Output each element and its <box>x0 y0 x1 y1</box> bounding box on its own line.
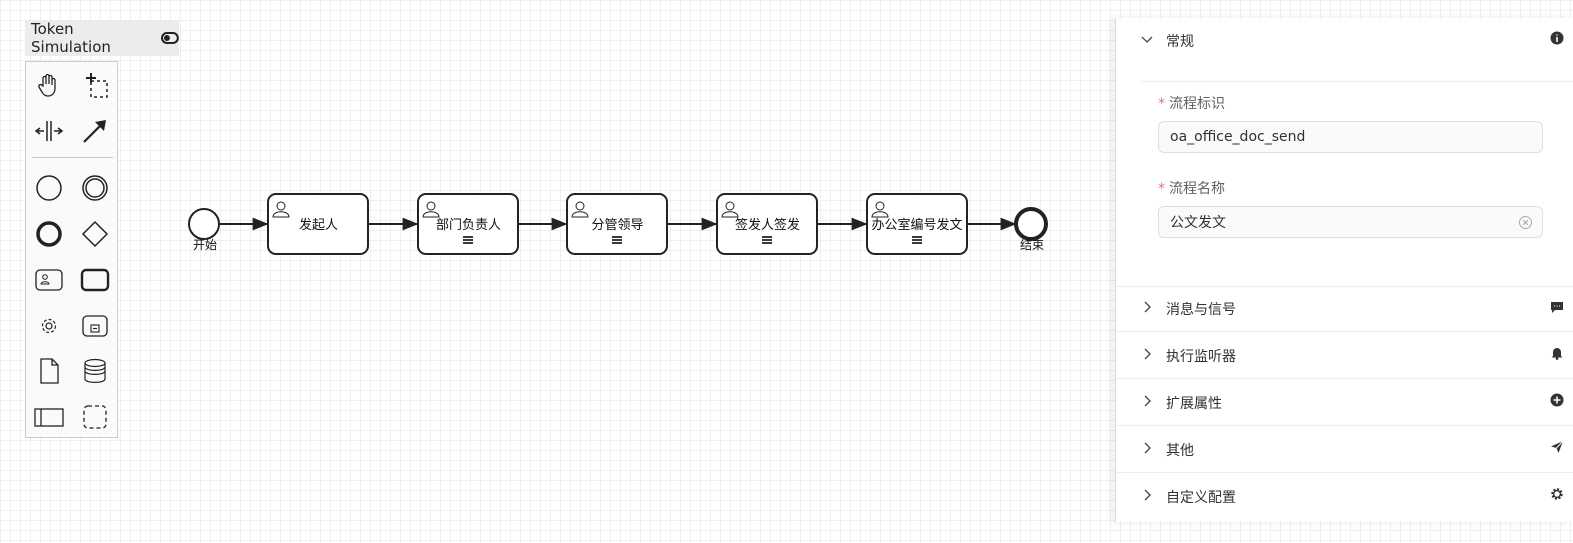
gateway-icon <box>81 220 109 248</box>
process-name-label: *流程名称 <box>1158 181 1225 197</box>
end-event-icon <box>36 221 62 247</box>
toggle-off-icon <box>161 32 179 44</box>
user-task[interactable] <box>417 193 519 255</box>
section-divider <box>1140 81 1573 82</box>
group-icon <box>83 405 107 429</box>
create-start-event[interactable] <box>34 173 64 203</box>
hand-tool[interactable] <box>34 70 64 100</box>
chevron-right-icon <box>1141 442 1153 458</box>
chevron-right-icon <box>1141 348 1153 364</box>
user-task[interactable] <box>866 193 968 255</box>
user-task[interactable] <box>267 193 369 255</box>
palette <box>25 61 118 438</box>
create-intermediate-event[interactable] <box>80 173 110 203</box>
gear-icon <box>1550 486 1564 505</box>
bpmn-canvas <box>188 193 1048 255</box>
chevron-right-icon <box>1141 301 1153 317</box>
user-task[interactable] <box>716 193 818 255</box>
create-subprocess[interactable] <box>80 311 110 341</box>
clear-icon[interactable] <box>1519 216 1532 233</box>
process-id-input[interactable]: oa_office_doc_send <box>1158 121 1543 153</box>
data-object-icon <box>40 358 59 384</box>
token-simulation-toggle[interactable]: Token Simulation <box>25 20 179 56</box>
info-icon <box>1550 30 1564 49</box>
task-label: 部门负责人 <box>435 218 501 233</box>
chevron-down-icon <box>1141 33 1153 49</box>
section-title: 扩展属性 <box>1166 395 1222 412</box>
palette-separator <box>32 157 113 158</box>
gear-icon <box>41 318 57 334</box>
data-store-icon <box>84 358 106 383</box>
start-event-icon <box>36 175 62 201</box>
task-label: 发起人 <box>298 218 338 233</box>
user-icon <box>571 201 589 218</box>
end-event[interactable] <box>1014 207 1048 241</box>
intermediate-event-icon <box>82 175 108 201</box>
space-tool[interactable] <box>34 116 64 146</box>
token-simulation-label: Token Simulation <box>31 20 111 56</box>
create-service-task[interactable] <box>34 311 64 341</box>
multi-instance-marker <box>463 236 473 244</box>
create-end-event[interactable] <box>34 219 64 249</box>
connect-arrow-icon <box>83 120 106 143</box>
section-title: 自定义配置 <box>1166 490 1236 506</box>
plus-circle-icon <box>1550 392 1564 411</box>
message-icon <box>1550 299 1564 318</box>
multi-instance-marker <box>612 236 622 244</box>
create-user-task[interactable] <box>34 265 64 295</box>
user-icon <box>422 201 440 218</box>
lasso-tool[interactable] <box>80 70 110 100</box>
create-data-object[interactable] <box>34 356 64 386</box>
section-other[interactable]: 其他 <box>1116 427 1573 473</box>
send-icon <box>1550 439 1564 458</box>
lasso-icon <box>86 73 108 98</box>
task-label: 签发人签发 <box>734 218 800 233</box>
create-gateway[interactable] <box>80 219 110 249</box>
bell-icon <box>1550 345 1564 364</box>
end-event-label: 结束 <box>1020 238 1045 252</box>
section-title: 消息与信号 <box>1166 302 1236 318</box>
section-messages-signals[interactable]: 消息与信号 <box>1116 286 1573 332</box>
chevron-right-icon <box>1141 489 1153 505</box>
task-icon <box>80 268 110 292</box>
multi-instance-marker <box>912 236 922 244</box>
task-label: 办公室编号发文 <box>871 218 963 233</box>
user-icon <box>272 201 290 218</box>
space-icon <box>34 121 64 141</box>
create-data-store[interactable] <box>80 356 110 386</box>
start-event[interactable] <box>188 208 220 240</box>
pool-icon <box>34 408 64 427</box>
process-id-label: *流程标识 <box>1158 96 1225 112</box>
user-icon <box>721 201 739 218</box>
create-group[interactable] <box>80 402 110 432</box>
user-task-icon <box>35 269 63 291</box>
multi-instance-marker <box>762 236 772 244</box>
subprocess-icon <box>82 315 108 337</box>
create-pool[interactable] <box>34 402 64 432</box>
user-task[interactable] <box>566 193 668 255</box>
task-label: 分管领导 <box>591 218 644 233</box>
create-task[interactable] <box>80 265 110 295</box>
section-title: 常规 <box>1166 34 1194 50</box>
start-event-label: 开始 <box>193 238 218 252</box>
chevron-right-icon <box>1141 395 1153 411</box>
section-general[interactable]: 常规 <box>1116 18 1573 64</box>
section-title: 执行监听器 <box>1166 348 1236 365</box>
global-connect-tool[interactable] <box>80 116 110 146</box>
user-icon <box>871 201 889 218</box>
section-custom-config[interactable]: 自定义配置 <box>1116 474 1573 520</box>
section-extension-properties[interactable]: 扩展属性 <box>1116 380 1573 426</box>
properties-panel: 常规 *流程标识 oa_office_doc_send *流程名称 公文发文 消… <box>1115 18 1573 522</box>
process-name-input[interactable]: 公文发文 <box>1158 206 1543 238</box>
section-execution-listeners[interactable]: 执行监听器 <box>1116 333 1573 379</box>
hand-icon <box>38 73 56 97</box>
section-title: 其他 <box>1166 442 1194 459</box>
